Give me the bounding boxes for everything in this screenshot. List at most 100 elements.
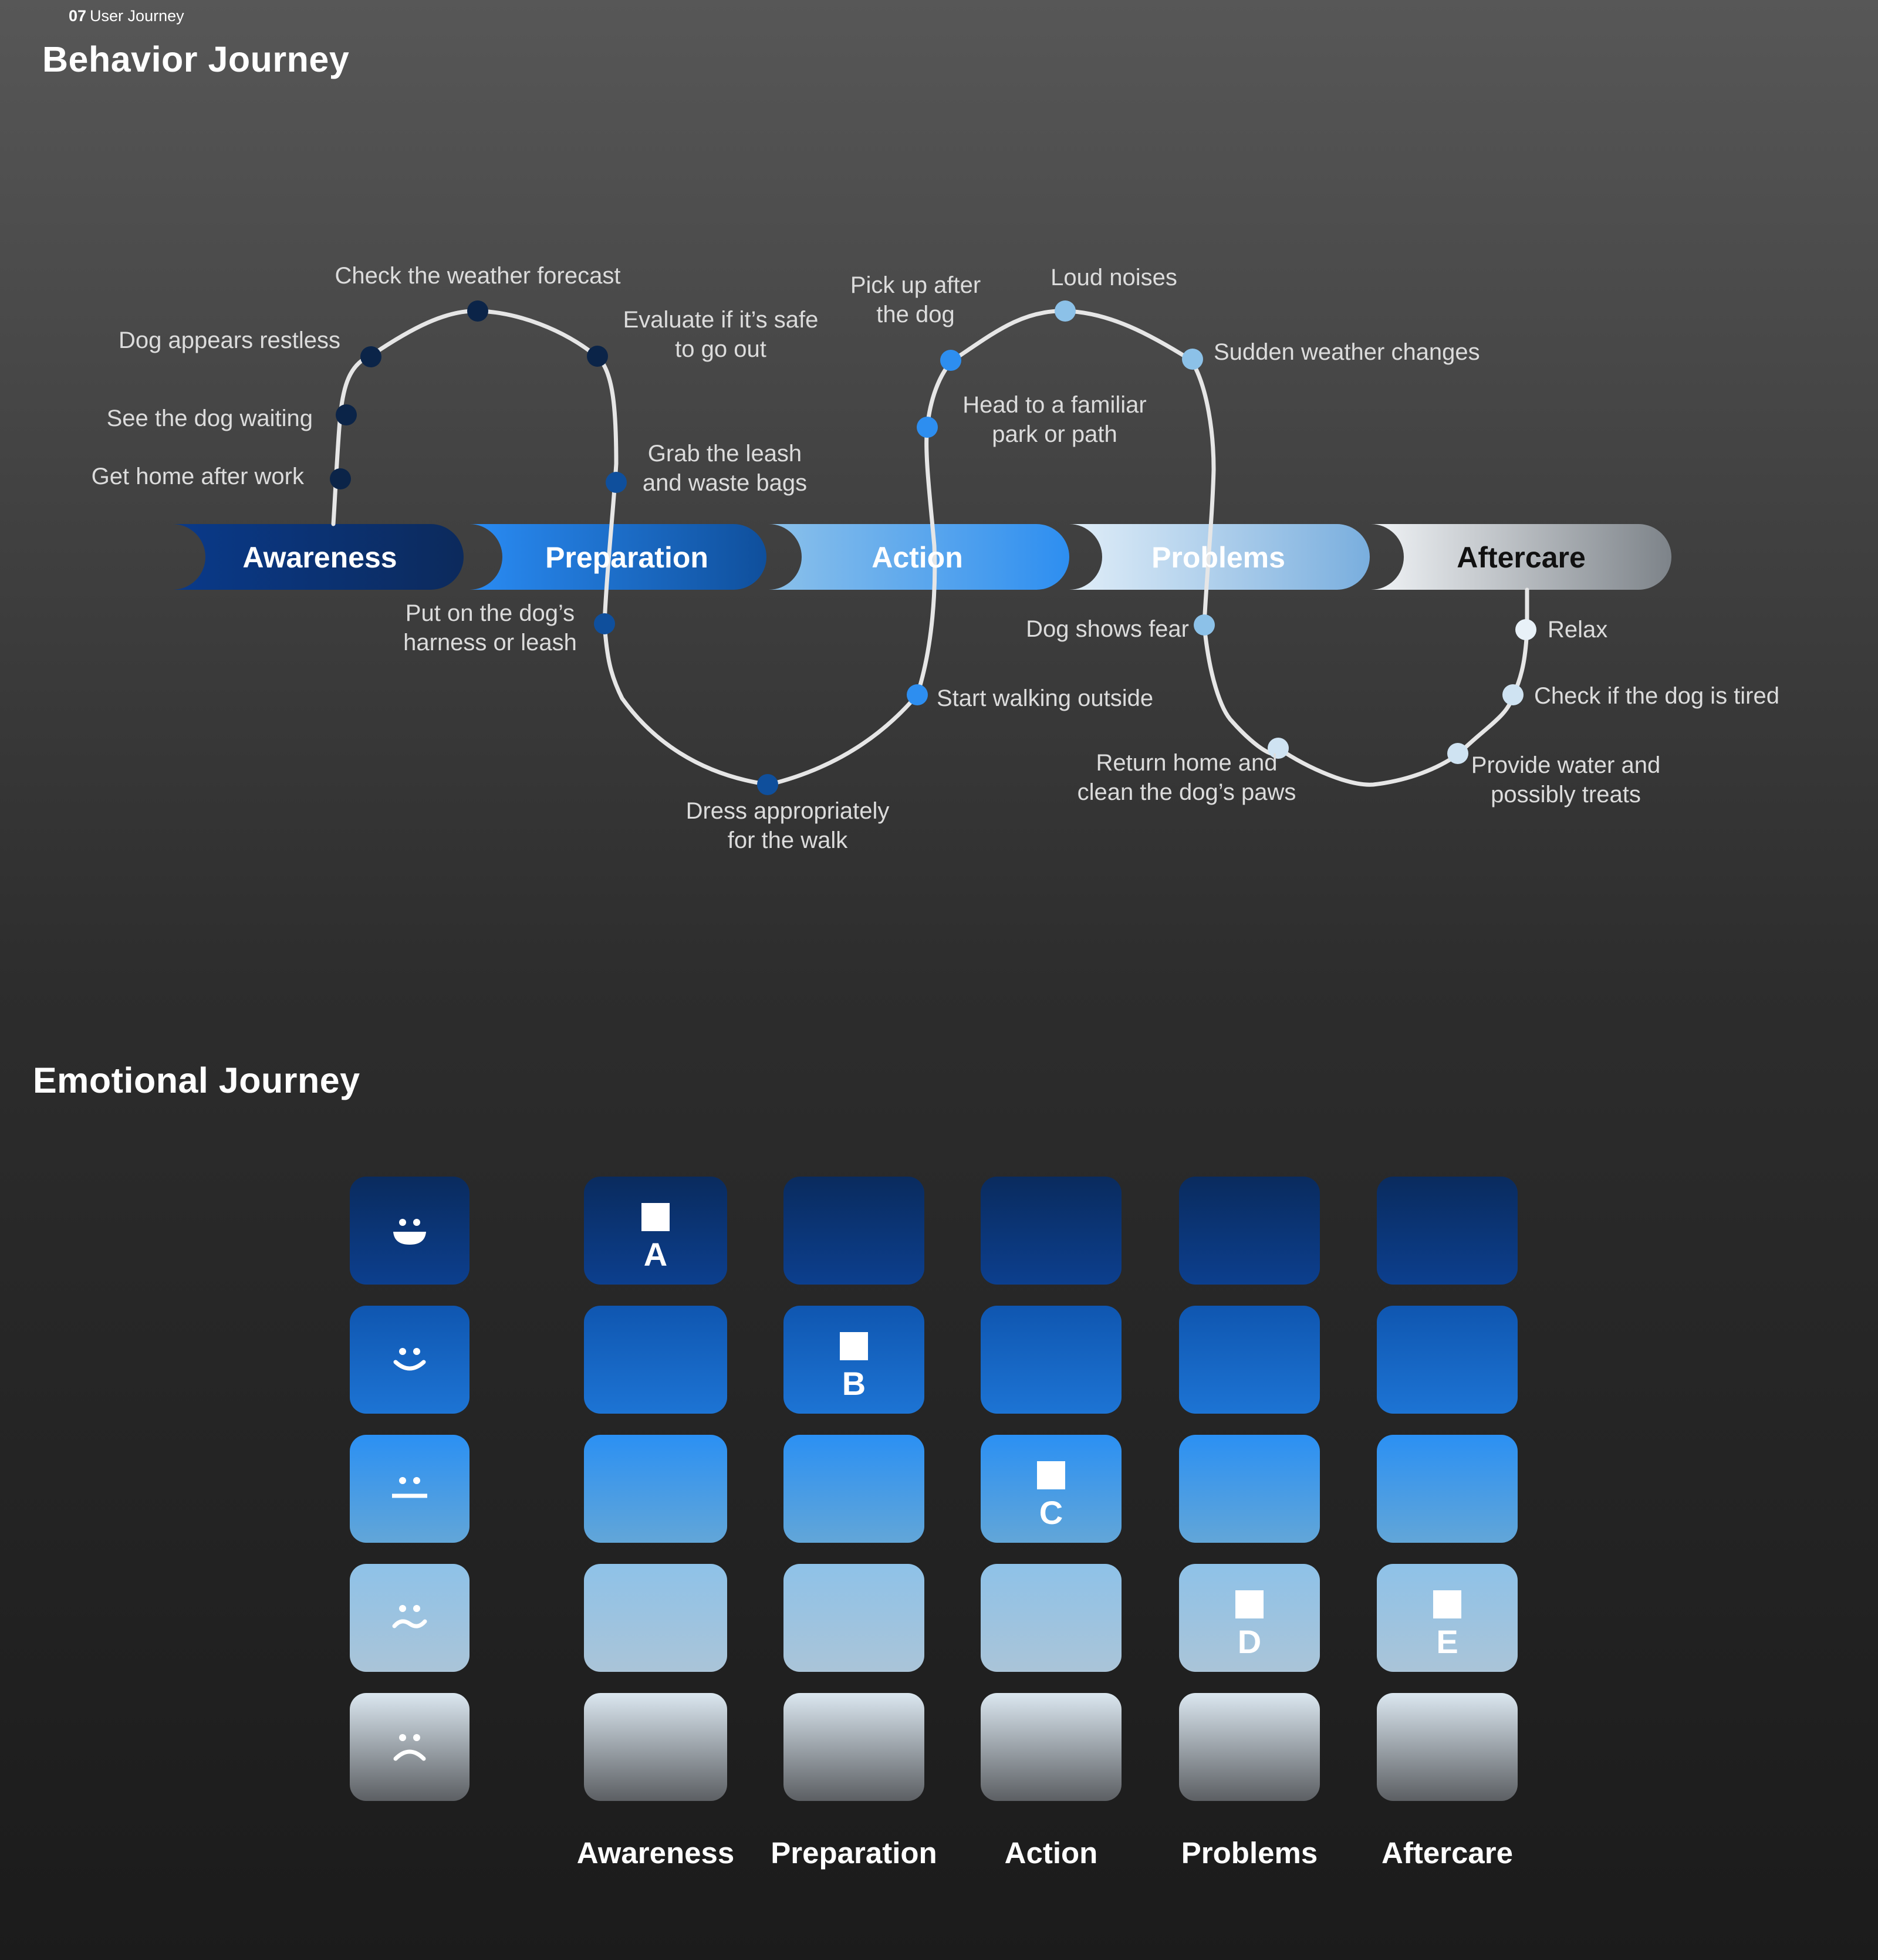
emotion-cell	[1179, 1306, 1320, 1414]
stage-shape-action	[769, 524, 1069, 590]
emotion-column-label: Action	[1004, 1836, 1098, 1870]
emotion-cell	[1179, 1177, 1320, 1285]
neutral-face-icon	[392, 1477, 427, 1498]
journey-step-dot	[917, 417, 938, 438]
emotion-cell	[1179, 1693, 1320, 1801]
emotion-marker-square	[840, 1332, 868, 1360]
emotion-cell: C	[981, 1435, 1122, 1543]
emotion-cell: B	[783, 1306, 924, 1414]
journey-step-dot	[907, 684, 928, 705]
emotion-column-label: Awareness	[576, 1836, 735, 1870]
emotion-level-tile	[350, 1306, 470, 1414]
emotion-marker-letter: C	[1039, 1494, 1063, 1531]
emotion-cell	[584, 1435, 727, 1543]
journey-step-label: Dog appears restless	[119, 327, 340, 353]
emotion-cell	[1377, 1306, 1518, 1414]
stage-label-problems: Problems	[1151, 541, 1285, 574]
journey-step-dot	[757, 774, 778, 795]
emotion-cell	[1377, 1693, 1518, 1801]
emotion-marker-square	[1433, 1590, 1461, 1618]
emotion-cell	[783, 1177, 924, 1285]
smiling-face-icon	[393, 1348, 426, 1371]
emotion-cell	[783, 1435, 924, 1543]
journey-step-dot	[330, 468, 351, 489]
stage-label-awareness: Awareness	[242, 541, 397, 574]
journey-step-dot	[467, 300, 488, 322]
stage-shape-problems	[1069, 524, 1370, 590]
journey-step-label: Get home after work	[92, 464, 305, 489]
emotion-column-label: Preparation	[771, 1836, 937, 1870]
emotion-marker: B	[783, 1332, 924, 1401]
stage-label-preparation: Preparation	[545, 541, 708, 574]
stage-label-action: Action	[872, 541, 963, 574]
journey-step-dot	[1515, 619, 1536, 640]
uneasy-face-icon	[392, 1605, 427, 1628]
journey-step-dot	[1268, 738, 1289, 759]
journey-step-dot	[1502, 684, 1524, 705]
stage-ribbon	[173, 524, 1671, 590]
journey-step-dot	[594, 613, 615, 634]
emotion-marker: A	[584, 1203, 727, 1272]
emotion-cell: E	[1377, 1564, 1518, 1672]
journey-step-label: Check if the dog is tired	[1534, 683, 1779, 709]
emotion-cell: D	[1179, 1564, 1320, 1672]
stage-label-aftercare: Aftercare	[1457, 541, 1586, 574]
emotion-level-tile	[350, 1177, 470, 1285]
emotion-cell	[981, 1306, 1122, 1414]
journey-step-dot	[1194, 614, 1215, 636]
stage-shape-aftercare	[1371, 524, 1671, 590]
journey-step-label: See the dog waiting	[107, 405, 313, 431]
journey-step-dot	[587, 346, 608, 367]
emotion-marker: E	[1377, 1590, 1518, 1660]
section-number: 07	[69, 7, 87, 25]
emotion-marker: C	[981, 1461, 1122, 1530]
emotion-cell	[981, 1564, 1122, 1672]
emotion-level-tile	[350, 1693, 470, 1801]
emotion-level-tile	[350, 1435, 470, 1543]
journey-step-dot	[336, 404, 357, 425]
sad-face-icon	[393, 1734, 426, 1761]
emotion-marker-letter: A	[643, 1236, 668, 1273]
emotion-cell: A	[584, 1177, 727, 1285]
journey-step-dot	[1055, 300, 1076, 322]
emotion-cell	[981, 1693, 1122, 1801]
emotion-cell	[584, 1693, 727, 1801]
emotion-marker-letter: E	[1436, 1623, 1458, 1660]
emotion-cell	[584, 1306, 727, 1414]
emotion-cell	[1377, 1177, 1518, 1285]
journey-step-dot	[1182, 349, 1203, 370]
emotion-column-label: Problems	[1181, 1836, 1318, 1870]
emotion-cell	[1377, 1435, 1518, 1543]
section-name: User Journey	[90, 7, 184, 25]
stage-shape-awareness	[173, 524, 464, 590]
journey-step-label: Sudden weather changes	[1214, 339, 1480, 365]
emotion-marker-square	[1037, 1461, 1065, 1489]
journey-step-label: Relax	[1548, 617, 1607, 643]
journey-step-dot	[360, 346, 381, 367]
emotion-level-tile	[350, 1564, 470, 1672]
journey-step-dot	[940, 350, 961, 371]
emotion-cell	[981, 1177, 1122, 1285]
emotion-cell	[783, 1693, 924, 1801]
emotion-marker-square	[1235, 1590, 1264, 1618]
behavior-journey-diagram: Awareness Preparation Action Problems Af…	[92, 263, 1779, 853]
stage-shape-preparation	[470, 524, 766, 590]
emotion-marker-square	[641, 1203, 670, 1231]
journey-step-dot	[1447, 743, 1468, 764]
emotion-marker-letter: B	[842, 1365, 866, 1402]
emotion-cell	[1179, 1435, 1320, 1543]
journey-step-dot	[606, 472, 627, 493]
emotion-cell	[783, 1564, 924, 1672]
journey-step-label: Start walking outside	[937, 685, 1153, 711]
emotion-cell	[584, 1564, 727, 1672]
journey-step-label: Check the weather forecast	[335, 263, 621, 289]
